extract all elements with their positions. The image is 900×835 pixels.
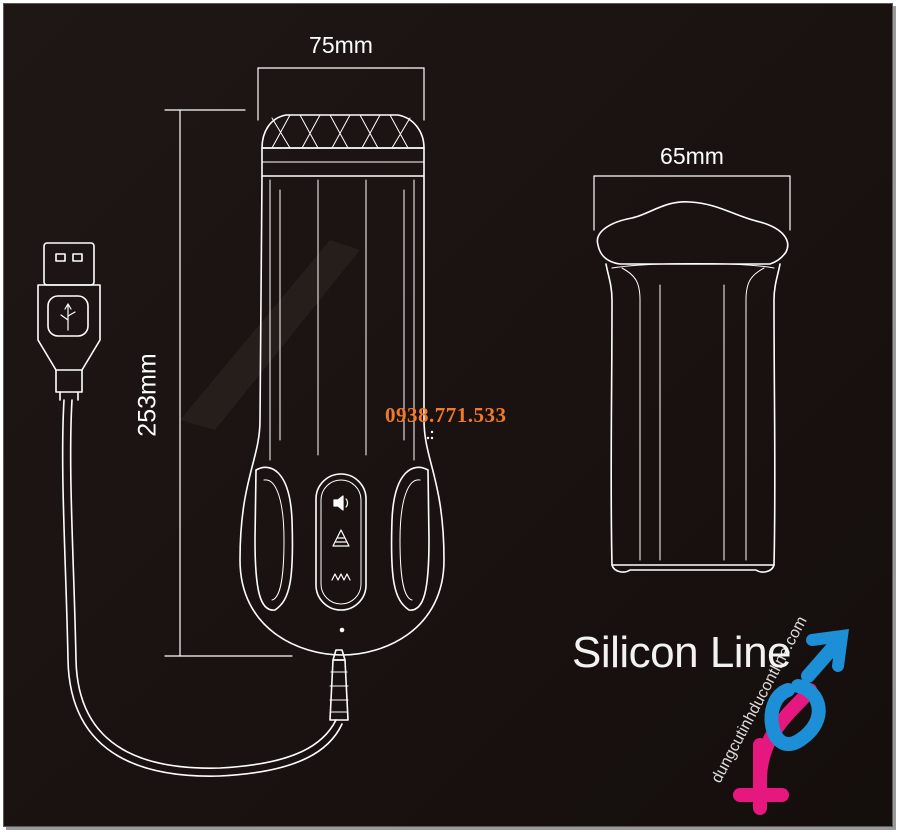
brand-logo <box>733 629 849 815</box>
cable-connector <box>329 659 349 721</box>
dark-panel <box>3 3 893 827</box>
right-grip <box>390 466 430 611</box>
caption-text: Silicon Line <box>572 628 792 677</box>
sleeve-lip <box>596 201 789 265</box>
wave-icon <box>331 573 351 581</box>
phone-number: 0938.771.533 <box>385 403 507 427</box>
triangle-mode-icon <box>332 529 350 547</box>
usb-icon <box>47 295 89 337</box>
width-top-label: 75mm <box>309 32 373 58</box>
device-body <box>239 175 445 656</box>
usb-cable <box>37 242 349 777</box>
device-cap <box>261 114 425 149</box>
speaker-icon <box>333 495 349 511</box>
cable <box>61 399 343 777</box>
left-grip <box>254 466 294 611</box>
height-label: 253mm <box>133 353 162 437</box>
dimension-lines <box>164 67 791 657</box>
device-outline <box>239 114 445 656</box>
usb-connector <box>43 242 95 286</box>
control-panel <box>315 473 367 611</box>
silicone-sleeve <box>596 201 789 573</box>
width-sleeve-label: 65mm <box>660 143 724 169</box>
